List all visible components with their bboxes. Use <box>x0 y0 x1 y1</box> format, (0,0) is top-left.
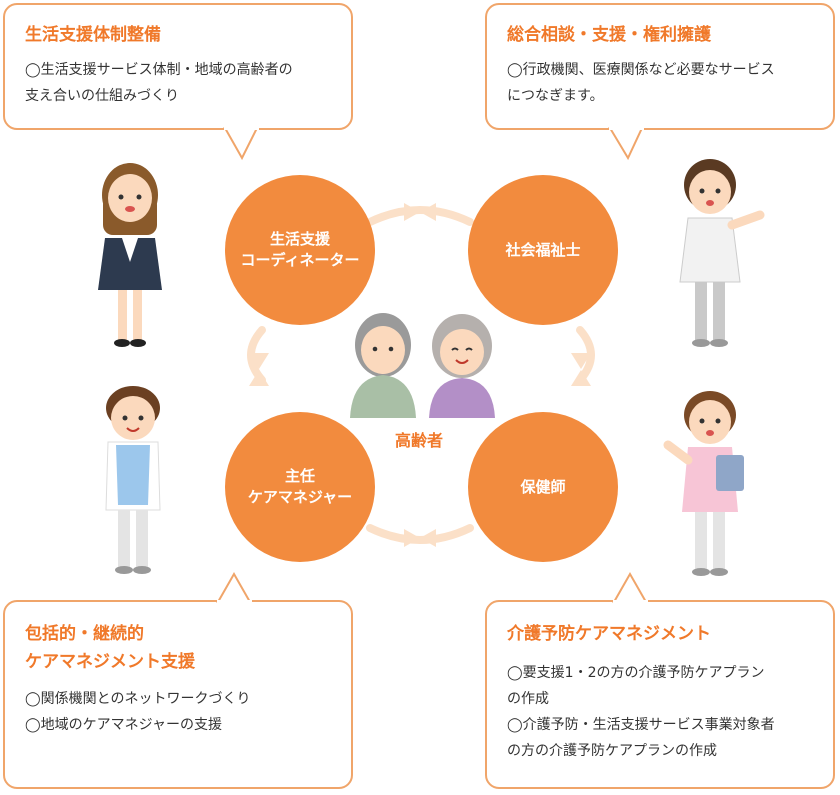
role-label-line: 社会福祉士 <box>505 240 581 259</box>
box-line: ◯地域のケアマネジャーの支援 <box>25 717 222 733</box>
role-label-line: 主任 <box>284 467 315 485</box>
center-label-elderly: 高齢者 <box>395 431 444 450</box>
box-general-consultation: 総合相談・支援・権利擁護 ◯行政機関、医療関係など必要なサービス につなぎます。 <box>485 3 835 130</box>
box-life-support-system: 生活支援体制整備 ◯生活支援サービス体制・地域の高齢者の 支え合いの仕組みづくり <box>3 3 353 130</box>
role-chief-care-manager: 主任 ケアマネジャー <box>225 412 375 562</box>
role-label-line: 保健師 <box>520 477 566 496</box>
box-line: ◯介護予防・生活支援サービス事業対象者 <box>507 717 775 733</box>
role-label-line: コーディネーター <box>240 251 360 269</box>
box-line: ◯生活支援サービス体制・地域の高齢者の <box>25 62 293 78</box>
box-title-line: 包括的・継続的 <box>25 624 144 644</box>
role-label-line: 生活支援 <box>269 230 330 248</box>
box-title: 総合相談・支援・権利擁護 <box>507 25 711 45</box>
box-line: につなぎます。 <box>507 88 604 104</box>
box-title: 介護予防ケアマネジメント <box>507 624 711 644</box>
role-label-line: ケアマネジャー <box>247 488 353 506</box>
person-suit-woman-icon <box>98 163 162 347</box>
person-social-worker-icon <box>679 159 765 347</box>
arrow-top <box>366 206 474 226</box>
box-comprehensive-care-support: 包括的・継続的 ケアマネジメント支援 ◯関係機関とのネットワークづくり ◯地域の… <box>3 600 353 789</box>
box-line: の作成 <box>507 691 549 707</box>
arrow-heads <box>249 203 591 547</box>
box-title-line: ケアマネジメント支援 <box>25 652 195 672</box>
person-care-manager-icon <box>105 386 161 574</box>
box-line: ◯要支援1・2の方の介護予防ケアプラン <box>507 665 765 681</box>
box-line: 支え合いの仕組みづくり <box>25 88 179 104</box>
box-title: 生活支援体制整備 <box>25 25 161 45</box>
person-public-health-nurse-icon <box>663 391 744 576</box>
elderly-man-icon <box>350 313 416 418</box>
role-public-health-nurse: 保健師 <box>468 412 618 562</box>
role-social-worker: 社会福祉士 <box>468 175 618 325</box>
box-preventive-care-management: 介護予防ケアマネジメント ◯要支援1・2の方の介護予防ケアプラン の作成 ◯介護… <box>485 600 835 789</box>
box-line: ◯関係機関とのネットワークづくり <box>25 691 251 707</box>
arrow-bottom <box>366 524 474 544</box>
elderly-woman-icon <box>429 314 495 418</box>
box-line: ◯行政機関、医療関係など必要なサービス <box>507 62 775 78</box>
box-line: の方の介護予防ケアプランの作成 <box>507 743 717 759</box>
role-life-support-coordinator: 生活支援 コーディネーター <box>225 175 375 325</box>
